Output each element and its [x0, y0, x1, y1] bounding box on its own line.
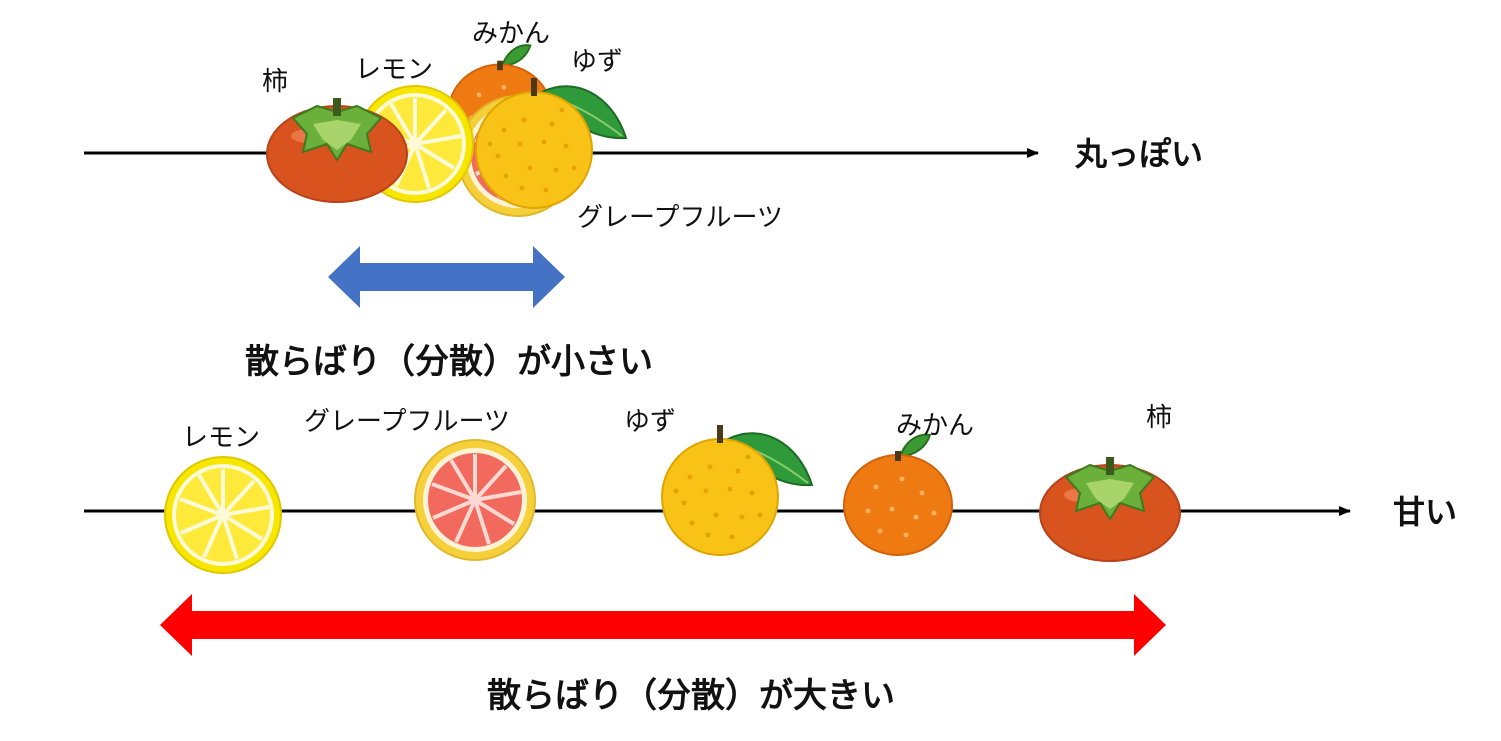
small-variance-caption: 散らばり（分散）が小さい — [245, 342, 653, 382]
label-kaki-bottom: 柿 — [1146, 403, 1172, 433]
persimmon-icon — [1039, 456, 1181, 562]
label-grapefruit-bottom: グレープフルーツ — [304, 407, 510, 437]
small-spread-arrow — [328, 246, 565, 308]
label-mikan-top: みかん — [472, 19, 550, 49]
label-lemon-top: レモン — [355, 55, 433, 85]
label-yuzu-bottom: ゆず — [624, 407, 676, 437]
yuzu-icon — [661, 424, 813, 556]
mikan-icon — [843, 433, 953, 556]
label-mikan-bottom: みかん — [896, 411, 974, 441]
sweetness-axis-label: 甘い — [1393, 493, 1457, 531]
label-kaki-top: 柿 — [262, 67, 288, 97]
lemon-icon — [163, 455, 283, 575]
roundness-axis-label: 丸っぽい — [1074, 135, 1203, 173]
large-variance-caption: 散らばり（分散）が大きい — [487, 676, 895, 716]
large-spread-arrow — [160, 594, 1166, 656]
label-grapefruit-top: グレープフルーツ — [577, 203, 783, 233]
grapefruit-icon — [413, 438, 537, 562]
label-yuzu-top: ゆず — [571, 47, 623, 77]
label-lemon-bottom: レモン — [182, 423, 260, 453]
